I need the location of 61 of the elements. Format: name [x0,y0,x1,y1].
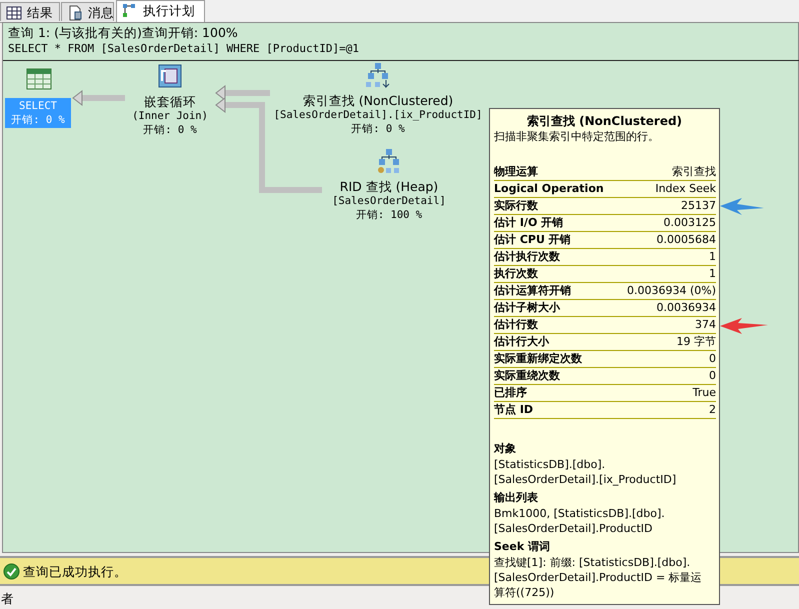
tooltip-title: 索引查找 (NonClustered) [526,113,684,130]
object-name: [SalesOrderDetail].[ix_ProductID] [272,108,484,122]
section-heading: 对象 [494,441,517,457]
tab-label: 结果 [27,5,53,22]
property-value: 0.0005684 [656,232,716,248]
property-name: 已排序 [494,385,527,401]
property-name: 估计行大小 [494,334,549,350]
object-name: [SalesOrderDetail] [331,194,447,208]
sql-statement: SELECT * FROM [SalesOrderDetail] WHERE [ProductID]=@1 [8,42,359,55]
property-value: Index Seek [655,181,716,197]
operator-cost: 开销: 0 % [350,122,406,136]
operator-cost: 开销: 0 % [10,113,66,127]
tooltip-panel [489,108,720,605]
property-value: 0.0036934 (0%) [626,283,716,299]
property-name: Logical Operation [494,181,604,197]
operator-name: SELECT [18,99,58,113]
property-value: True [692,385,716,401]
operator-name: RID 查找 (Heap) [338,180,440,194]
property-name: 估计 I/O 开销 [494,215,564,231]
property-name: 估计执行次数 [494,249,560,265]
property-value: 2 [709,402,716,418]
property-name: 执行次数 [494,266,538,282]
property-value: 0 [709,351,716,367]
section-text: Bmk1000, [StatisticsDB].[dbo].[SalesOrderDetail].ProductID [494,506,666,536]
operator-name: 嵌套循环 [143,95,197,109]
property-name: 节点 ID [494,402,534,418]
property-value: 25137 [681,198,716,214]
section-text: [StatisticsDB].[dbo].[SalesOrderDetail].[ix_ProductID] [494,457,678,487]
property-name: 估计运算符开销 [494,283,571,299]
plan-operator [5,68,72,128]
property-value: 1 [709,249,716,265]
section-heading: 输出列表 [494,490,539,506]
flow-arrow [216,86,270,100]
operator-cost: 开销: 100 % [354,208,424,222]
tooltip-description: 扫描非聚集索引中特定范围的行。 [494,129,659,144]
section-heading: Seek 谓词 [494,539,551,555]
cut-off-text: 者 [1,591,14,608]
property-value: 索引查找 [672,164,716,180]
property-value: 1 [709,266,716,282]
property-name: 实际重绕次数 [494,368,560,384]
property-name: 估计子树大小 [494,300,560,316]
property-name: 实际行数 [494,198,538,214]
property-value: 19 字节 [676,334,716,350]
query-header: 查询 1: (与该批有关的)查询开销: 100% [8,25,238,42]
property-name: 估计 CPU 开销 [494,232,571,248]
join-type: (Inner Join) [131,109,209,123]
operator-cost: 开销: 0 % [142,123,198,137]
section-text: 查找键[1]: 前缀: [StatisticsDB].[dbo].[SalesOrderDetail].ProductID = 标量运算符((725)) [494,555,703,600]
tab-label: 执行计划 [143,3,195,20]
operator-name: 索引查找 (NonClustered) [302,94,454,108]
property-value: 0 [709,368,716,384]
flow-arrow [72,90,125,106]
property-value: 0.003125 [664,215,716,231]
property-value: 374 [695,317,716,333]
property-name: 实际重新绑定次数 [494,351,582,367]
status-message: 查询已成功执行。 [23,564,127,581]
flow-arrow [216,98,322,193]
property-name: 物理运算 [494,164,538,180]
property-value: 0.0036934 [656,300,716,316]
property-name: 估计行数 [494,317,538,333]
tab-label: 消息 [88,5,114,22]
